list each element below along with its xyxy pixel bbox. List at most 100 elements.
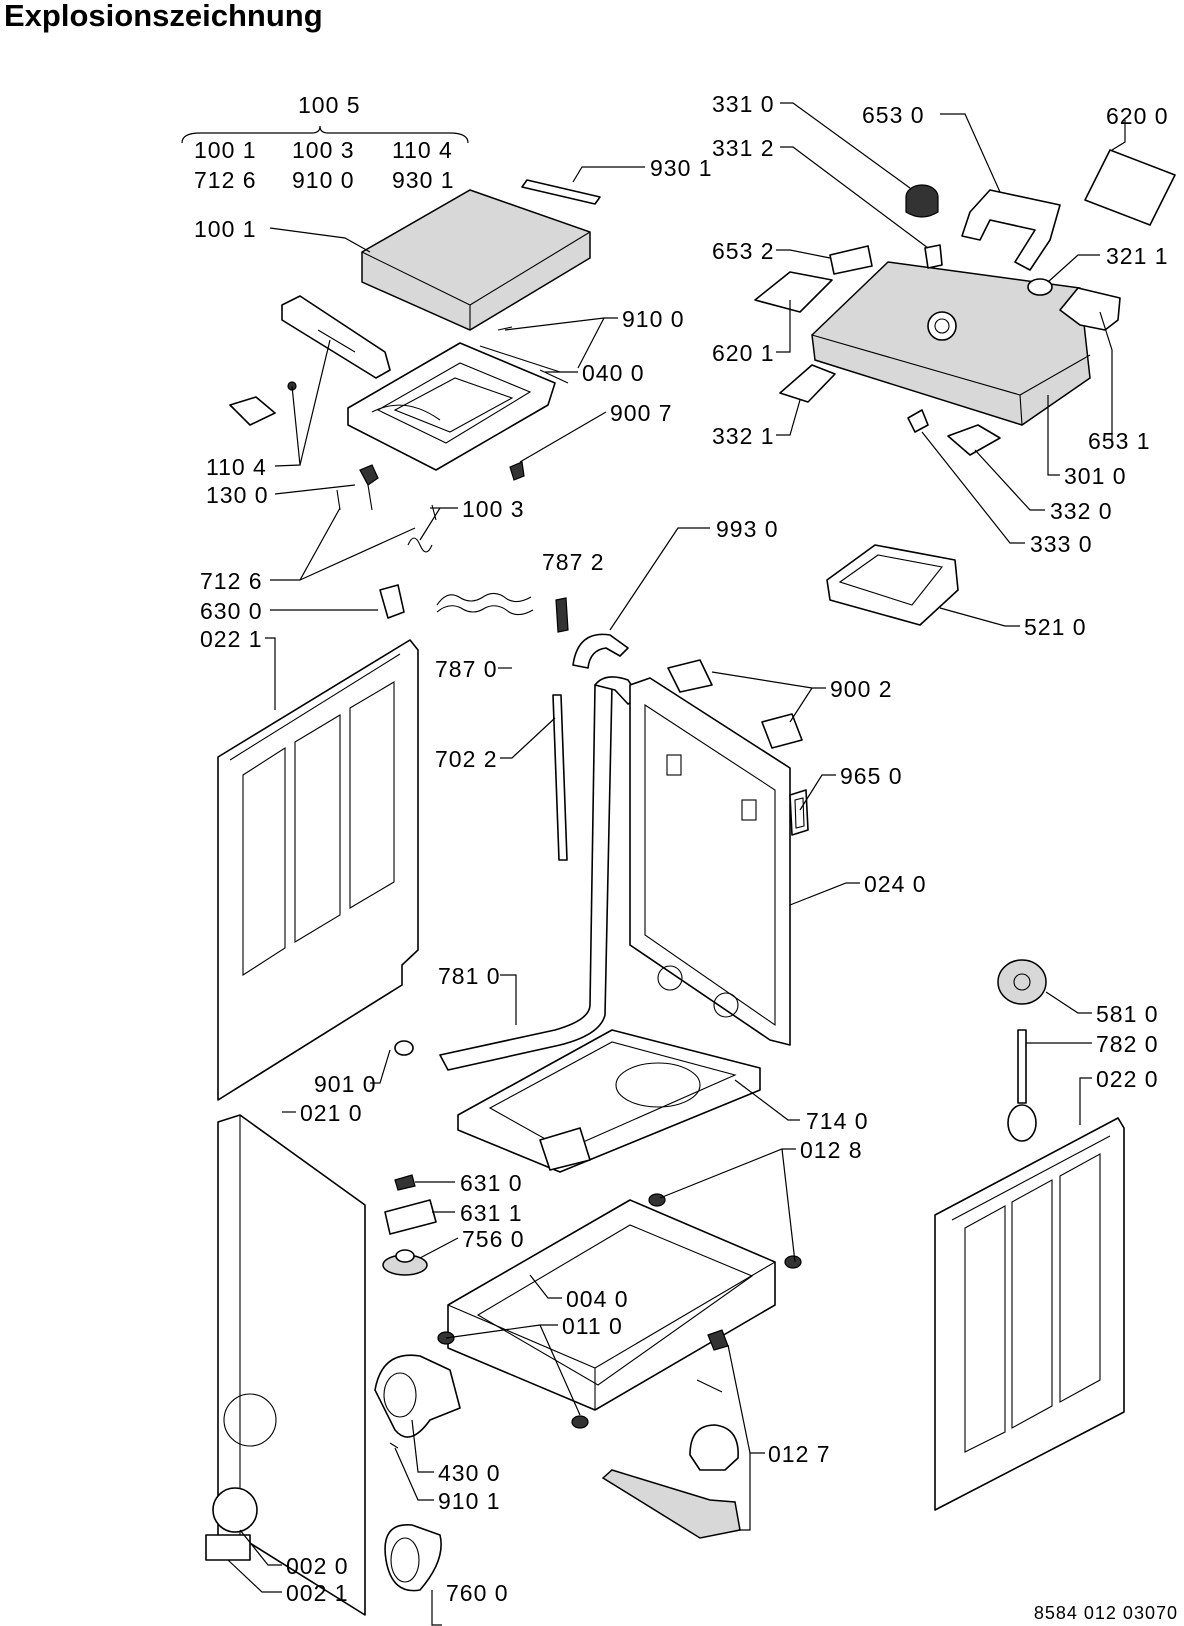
callout-702-2[interactable]: 702 2: [435, 746, 498, 772]
callout-012-7[interactable]: 012 7: [768, 1441, 831, 1467]
part-781-0[interactable]: [439, 676, 641, 1071]
part-521-0[interactable]: [826, 544, 959, 626]
callout-022-0[interactable]: 022 0: [1096, 1066, 1159, 1092]
callout-756-0[interactable]: 756 0: [462, 1226, 525, 1252]
callout-333-0[interactable]: 333 0: [1030, 531, 1093, 557]
callout-100-1[interactable]: 100 1: [194, 216, 257, 242]
part-012-7[interactable]: [601, 1329, 741, 1539]
callout-930-1[interactable]: 930 1: [650, 155, 713, 181]
part-965-0[interactable]: [789, 789, 809, 836]
callout-712-6[interactable]: 712 6: [200, 568, 263, 594]
part-100-3[interactable]: [347, 342, 556, 471]
part-910-1[interactable]: [389, 1442, 399, 1449]
callout-653-1[interactable]: 653 1: [1088, 428, 1151, 454]
part-900-7[interactable]: [509, 461, 525, 481]
callout-002-0[interactable]: 002 0: [286, 1553, 349, 1579]
part-331-2[interactable]: [924, 244, 943, 269]
callout-004-0[interactable]: 004 0: [566, 1286, 629, 1312]
part-002-0[interactable]: [212, 1487, 258, 1533]
callout-321-1[interactable]: 321 1: [1106, 243, 1169, 269]
callout-022-1[interactable]: 022 1: [200, 626, 263, 652]
group-item: 712 6: [194, 167, 257, 193]
part-332-0[interactable]: [947, 424, 1001, 456]
part-620-1[interactable]: [754, 271, 833, 313]
part-321-1[interactable]: [1027, 278, 1053, 296]
part-714-0[interactable]: [457, 1029, 761, 1173]
part-331-0[interactable]: [905, 184, 939, 218]
callout-301-0[interactable]: 301 0: [1064, 463, 1127, 489]
part-004-0[interactable]: [447, 1199, 776, 1411]
part-301-0[interactable]: [811, 261, 1091, 426]
group-item: 910 0: [292, 167, 355, 193]
part-993-0[interactable]: [572, 633, 629, 669]
part-653-2[interactable]: [829, 245, 873, 275]
callout-653-0[interactable]: 653 0: [862, 102, 925, 128]
callout-782-0[interactable]: 782 0: [1096, 1031, 1159, 1057]
part-702-2[interactable]: [552, 694, 568, 861]
callout-760-0[interactable]: 760 0: [446, 1580, 509, 1606]
callout-024-0[interactable]: 024 0: [864, 871, 927, 897]
callout-331-0[interactable]: 331 0: [712, 91, 775, 117]
callout-993-0[interactable]: 993 0: [716, 516, 779, 542]
part-631-0[interactable]: [394, 1174, 416, 1191]
part-130-0[interactable]: [359, 464, 379, 511]
callout-901-0[interactable]: 901 0: [314, 1071, 377, 1097]
callout-787-2[interactable]: 787 2: [542, 549, 605, 575]
part-756-0[interactable]: [382, 1249, 428, 1276]
part-620-0[interactable]: [1084, 149, 1176, 226]
leader-lines: [181, 102, 1126, 1626]
part-630-0[interactable]: [379, 584, 405, 619]
part-040-0[interactable]: [539, 369, 569, 384]
part-653-1[interactable]: [1059, 287, 1121, 331]
callout-900-7[interactable]: 900 7: [610, 400, 673, 426]
callout-653-2[interactable]: 653 2: [712, 238, 775, 264]
callout-620-0[interactable]: 620 0: [1106, 103, 1169, 129]
part-024-0[interactable]: [629, 677, 791, 1046]
callout-787-0[interactable]: 787 0: [435, 656, 498, 682]
callout-012-8[interactable]: 012 8: [800, 1137, 863, 1163]
callout-965-0[interactable]: 965 0: [840, 763, 903, 789]
part-011-0[interactable]: [437, 1331, 589, 1429]
part-002-1[interactable]: [205, 1534, 251, 1561]
group-label: 100 5: [298, 92, 361, 118]
callout-714-0[interactable]: 714 0: [806, 1108, 869, 1134]
part-631-1[interactable]: [384, 1199, 437, 1235]
part-333-0[interactable]: [907, 409, 929, 433]
callout-521-0[interactable]: 521 0: [1024, 614, 1087, 640]
callout-631-0[interactable]: 631 0: [460, 1170, 523, 1196]
callout-110-4[interactable]: 110 4: [206, 454, 267, 480]
part-022-0[interactable]: [934, 1117, 1125, 1511]
callout-002-1[interactable]: 002 1: [286, 1580, 349, 1606]
callout-040-0[interactable]: 040 0: [582, 360, 645, 386]
callout-332-0[interactable]: 332 0: [1050, 498, 1113, 524]
part-653-0[interactable]: [961, 189, 1061, 271]
callout-332-1[interactable]: 332 1: [712, 423, 775, 449]
part-787-2[interactable]: [436, 592, 569, 633]
part-332-1[interactable]: [779, 364, 836, 403]
callout-011-0[interactable]: 011 0: [562, 1313, 623, 1339]
part-581-0[interactable]: [997, 959, 1047, 1005]
callout-620-1[interactable]: 620 1: [712, 340, 775, 366]
part-100-1[interactable]: [361, 189, 591, 331]
callout-630-0[interactable]: 630 0: [200, 598, 263, 624]
part-782-0[interactable]: [1007, 1029, 1037, 1142]
callout-910-0[interactable]: 910 0: [622, 306, 685, 332]
callout-631-1[interactable]: 631 1: [460, 1200, 523, 1226]
callout-100-3[interactable]: 100 3: [462, 496, 525, 522]
part-430-0[interactable]: [374, 1354, 461, 1438]
part-760-0[interactable]: [384, 1524, 442, 1592]
callout-021-0[interactable]: 021 0: [300, 1100, 363, 1126]
callout-430-0[interactable]: 430 0: [438, 1460, 501, 1486]
callout-910-1[interactable]: 910 1: [438, 1488, 501, 1514]
part-930-1[interactable]: [521, 179, 601, 205]
callout-581-0[interactable]: 581 0: [1096, 1001, 1159, 1027]
part-910-0[interactable]: [479, 326, 561, 373]
part-901-0[interactable]: [394, 1040, 414, 1056]
callout-781-0[interactable]: 781 0: [438, 963, 501, 989]
part-900-2[interactable]: [667, 659, 803, 749]
callout-130-0[interactable]: 130 0: [206, 482, 269, 508]
part-022-1[interactable]: [217, 639, 419, 1101]
callout-331-2[interactable]: 331 2: [712, 135, 775, 161]
part-712-6[interactable]: [336, 489, 437, 553]
callout-900-2[interactable]: 900 2: [830, 676, 893, 702]
